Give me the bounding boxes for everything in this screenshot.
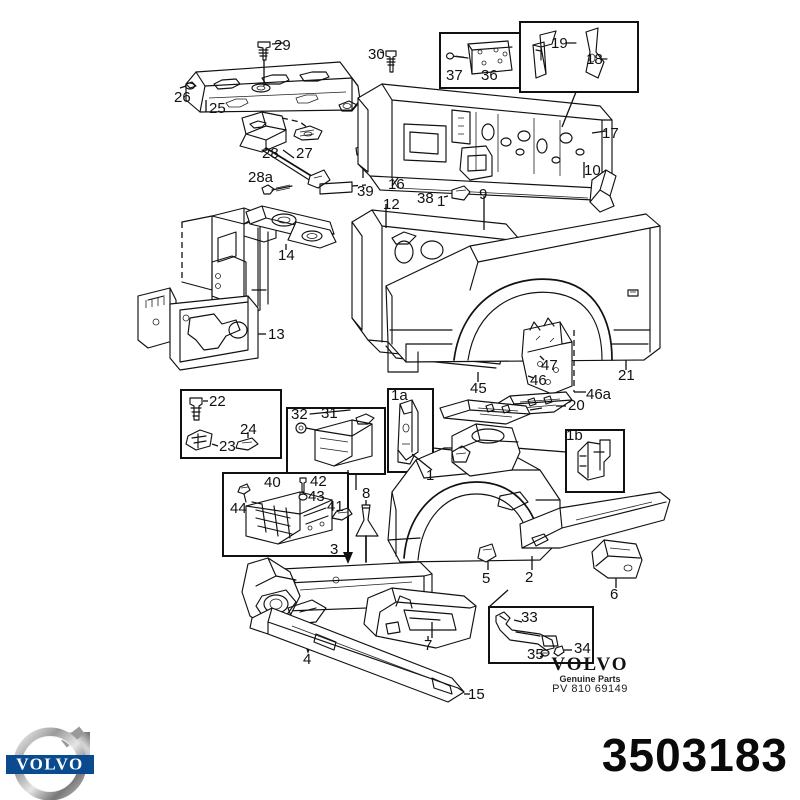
callout-label: 18 bbox=[586, 51, 603, 68]
callout-label: 41 bbox=[327, 498, 344, 515]
callout-box-22-24 bbox=[180, 389, 282, 459]
leader-3-arrow bbox=[343, 470, 353, 564]
part-5-bracket bbox=[477, 543, 497, 563]
callout-label: 36 bbox=[481, 67, 498, 84]
callout-box-40-44 bbox=[222, 472, 353, 557]
callout-label: 39 bbox=[357, 183, 374, 200]
callout-box-33-35-34 bbox=[488, 589, 594, 664]
callout-label: 32 bbox=[291, 406, 308, 423]
callout-label: 31 bbox=[321, 405, 338, 422]
part-6-bracket bbox=[591, 539, 643, 588]
callout-label: 37 bbox=[446, 67, 463, 84]
part-lower-arm bbox=[319, 181, 353, 195]
callout-label: 46a bbox=[586, 386, 612, 403]
callout-label: 14 bbox=[278, 247, 295, 264]
callout-label: 44 bbox=[230, 500, 247, 517]
callout-box-1b bbox=[565, 429, 625, 493]
callout-label: 19 bbox=[551, 35, 568, 52]
callout-label: 25 bbox=[209, 100, 226, 117]
volvo-genuine-parts-watermark: VOLVO Genuine Parts PV 810 69149 bbox=[515, 655, 665, 696]
part-27-mount bbox=[239, 111, 287, 153]
leader-16 bbox=[391, 177, 399, 187]
callout-label: 4 bbox=[303, 651, 312, 668]
callout-box-32-31 bbox=[286, 407, 386, 475]
callout-label: 22 bbox=[209, 393, 226, 410]
watermark-code: PV 810 69149 bbox=[552, 683, 628, 696]
part-21-fender bbox=[385, 213, 661, 373]
exploded-parts-illustration bbox=[137, 21, 671, 703]
callout-label: 35 bbox=[527, 646, 544, 663]
callout-box-37-36 bbox=[439, 32, 528, 89]
callout-label: 38 bbox=[417, 190, 434, 207]
part-13-panel bbox=[137, 287, 259, 371]
callout-label: 23 bbox=[219, 438, 236, 455]
callout-label: 17 bbox=[602, 125, 619, 142]
part-28a-bolt bbox=[261, 184, 293, 195]
leader-1-center bbox=[411, 453, 433, 471]
callout-label: 45 bbox=[470, 380, 487, 397]
callout-label: 30 bbox=[368, 46, 385, 63]
part-1-clip bbox=[443, 185, 471, 201]
part-10-bracket bbox=[589, 169, 617, 213]
callout-label: 1a bbox=[391, 387, 408, 404]
footer-bar: VOLVO 3503183 bbox=[0, 720, 800, 800]
dash-arm bbox=[351, 184, 367, 187]
callout-label: 28a bbox=[248, 169, 274, 186]
part-30-bolt bbox=[379, 50, 397, 73]
part-number: 3503183 bbox=[601, 729, 788, 781]
part-1-wheel-housing bbox=[387, 423, 561, 563]
callout-label: 9 bbox=[479, 186, 488, 203]
callout-label: 1b bbox=[566, 427, 583, 444]
callout-label: 5 bbox=[482, 570, 491, 587]
callout-label: 21 bbox=[618, 367, 635, 384]
callout-label: 2 bbox=[525, 569, 534, 586]
part-2-sill bbox=[519, 491, 671, 549]
callout-label: 28 bbox=[262, 145, 279, 162]
watermark-brand: VOLVO bbox=[551, 654, 629, 675]
callout-label: 1 bbox=[426, 467, 435, 484]
part-7-skid-plate bbox=[363, 587, 477, 649]
callout-label: 3 bbox=[330, 541, 339, 558]
callout-box-19-18 bbox=[519, 21, 639, 128]
part-2-rail bbox=[439, 399, 543, 425]
callout-label: 7 bbox=[424, 637, 433, 654]
leader-17 bbox=[591, 130, 607, 134]
callout-label: 15 bbox=[468, 686, 485, 703]
callout-label: 34 bbox=[574, 640, 591, 657]
callout-label: 12 bbox=[383, 196, 400, 213]
callout-label: 43 bbox=[308, 488, 325, 505]
callout-label: 29 bbox=[274, 37, 291, 54]
volvo-iron-mark-logo: VOLVO bbox=[6, 726, 94, 800]
callout-label: 13 bbox=[268, 326, 285, 343]
callout-label: 6 bbox=[610, 586, 619, 603]
watermark-subtitle: Genuine Parts bbox=[559, 673, 621, 684]
callout-label: 27 bbox=[296, 145, 313, 162]
callout-label: 10 bbox=[584, 162, 601, 179]
leader-47 bbox=[539, 355, 545, 361]
callout-label: 47 bbox=[541, 357, 558, 374]
callout-label: 26 bbox=[174, 89, 191, 106]
svg-text:VOLVO: VOLVO bbox=[16, 755, 84, 774]
callout-label: 8 bbox=[362, 485, 371, 502]
callout-label: 40 bbox=[264, 474, 281, 491]
callout-label: 46 bbox=[530, 372, 547, 389]
part-8-pin bbox=[355, 500, 379, 563]
part-29-bolt bbox=[257, 41, 284, 61]
leader-28 bbox=[282, 149, 295, 159]
leader-46 bbox=[527, 375, 535, 379]
callout-label: 33 bbox=[521, 609, 538, 626]
part-14-ghost bbox=[181, 215, 213, 291]
leader-1a bbox=[432, 447, 453, 451]
callout-label: 42 bbox=[310, 473, 327, 490]
leader-27-dashed bbox=[281, 117, 309, 129]
part-14-member bbox=[211, 205, 337, 319]
callout-label: 16 bbox=[388, 176, 405, 193]
part-15-crossmember-lower bbox=[249, 607, 470, 703]
part-46-liner bbox=[521, 317, 573, 395]
part-27-clip bbox=[293, 125, 323, 141]
callout-label: 20 bbox=[568, 397, 585, 414]
leader-26 bbox=[179, 85, 187, 89]
callout-label: 24 bbox=[240, 421, 257, 438]
callout-label: 1 bbox=[437, 193, 446, 210]
